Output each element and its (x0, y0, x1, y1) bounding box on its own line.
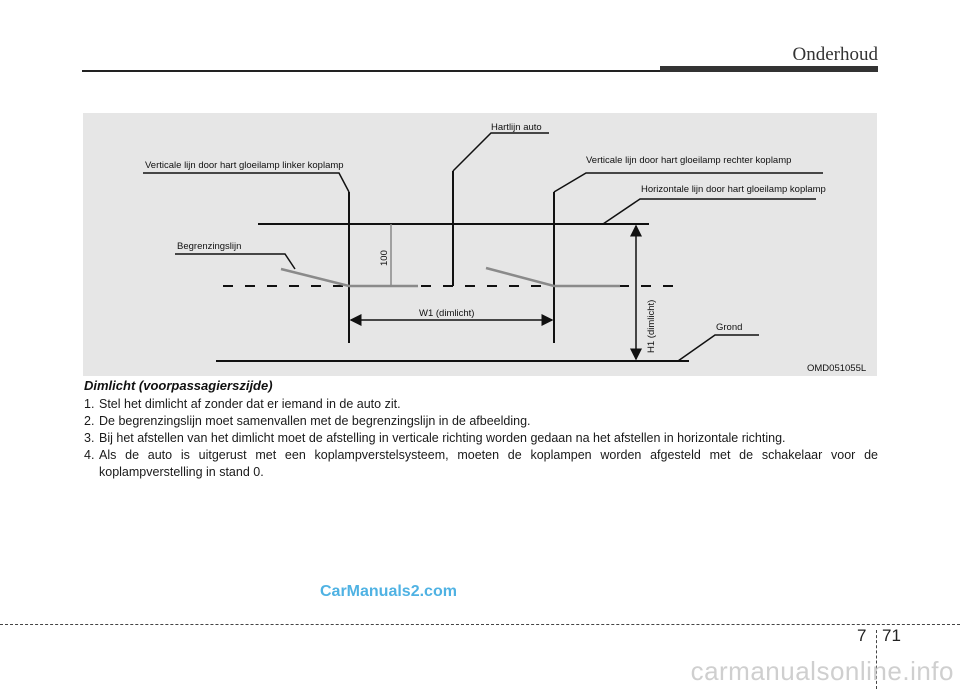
page-divider (876, 630, 877, 689)
instruction-item: 3. Bij het afstellen van het dimlicht moe… (84, 430, 878, 447)
step-text: De begrenzingslijn moet samenvallen met … (99, 414, 531, 428)
instruction-item: 4. Als de auto is uitgerust met een kopla… (84, 447, 878, 481)
label-vertical-left: Verticale lijn door hart gloeilamp linke… (145, 160, 344, 171)
leader-cutoff (175, 253, 296, 270)
step-text: Stel het dimlicht af zonder dat er ieman… (99, 397, 401, 411)
step-text: Als de auto is uitgerust met een koplamp… (99, 448, 878, 479)
step-number: 3. (84, 431, 95, 445)
right-cutoff-pattern (485, 266, 620, 288)
page-number: 71 (882, 626, 901, 645)
label-horizontal: Horizontale lijn door hart gloeilamp kop… (641, 184, 826, 195)
left-cutoff-pattern (280, 267, 418, 288)
leader-horizontal (602, 198, 816, 225)
step-number: 1. (84, 397, 95, 411)
figure-caption: Dimlicht (voorpassagierszijde) (84, 378, 273, 393)
label-vertical-right: Verticale lijn door hart gloeilamp recht… (586, 155, 791, 166)
label-dim-100: 100 (379, 250, 390, 266)
section-title: Onderhoud (792, 44, 878, 65)
label-ground: Grond (716, 322, 742, 333)
label-cutoff: Begrenzingslijn (177, 241, 241, 252)
figure-code: OMD051055L (807, 363, 866, 374)
leader-left (143, 172, 350, 193)
leader-center (452, 132, 549, 172)
step-text: Bij het afstellen van het dimlicht moet … (99, 431, 786, 445)
header-rule-accent (660, 66, 878, 72)
site-watermark: CarManuals2.com (320, 583, 457, 600)
instruction-item: 2. De begrenzingslijn moet samenvallen me… (84, 413, 878, 430)
label-center-line: Hartlijn auto (491, 122, 542, 133)
leader-right (553, 172, 823, 193)
bottom-watermark: carmanualsonline.info (690, 656, 954, 686)
label-w1: W1 (dimlicht) (419, 308, 474, 319)
step-number: 2. (84, 414, 95, 428)
leader-ground (677, 334, 759, 362)
chapter-number: 7 (857, 626, 867, 645)
step-number: 4. (84, 448, 95, 462)
footer-rule (0, 624, 960, 625)
header-rule (82, 70, 660, 72)
headlamp-aiming-diagram: Hartlijn auto Verticale lijn door hart g… (83, 113, 877, 376)
label-h1: H1 (dimlicht) (646, 300, 657, 353)
instruction-item: 1. Stel het dimlicht af zonder dat er iem… (84, 396, 878, 413)
instruction-list: 1. Stel het dimlicht af zonder dat er iem… (84, 396, 878, 481)
